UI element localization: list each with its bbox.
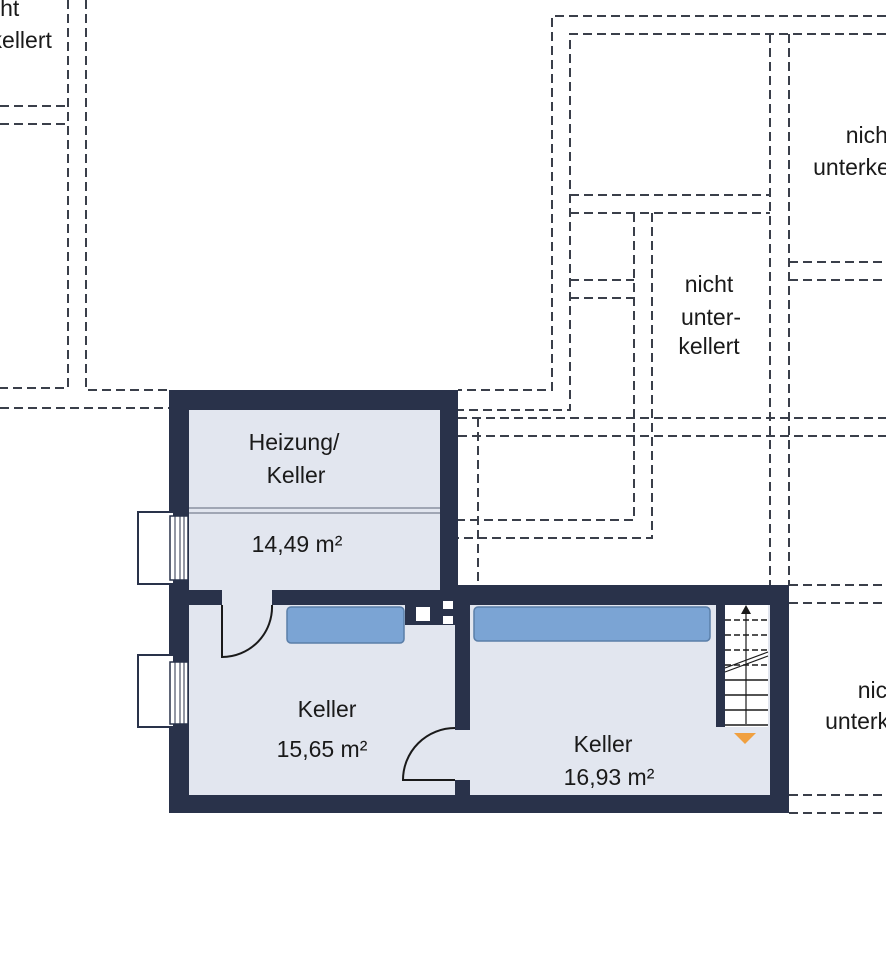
label-middle-1: nicht xyxy=(685,271,734,297)
room-heizung-area: 14,49 m² xyxy=(252,531,343,557)
non-basement-outlines xyxy=(0,0,886,814)
label-bottom-right-1: nicht xyxy=(858,677,886,703)
staircase[interactable] xyxy=(716,605,769,744)
stair-arrow-up-icon xyxy=(741,605,751,614)
door-heizung[interactable] xyxy=(221,604,274,659)
shaft-square xyxy=(416,607,430,621)
stair-direction-icon xyxy=(734,733,756,744)
room-heizung-name-2: Keller xyxy=(267,462,326,488)
room-keller-right-name: Keller xyxy=(574,731,633,757)
label-top-left-2: unterkellert xyxy=(0,27,52,53)
room-divider xyxy=(189,507,440,514)
room-heizung-name-1: Heizung/ xyxy=(249,429,340,455)
door-keller[interactable] xyxy=(401,727,456,781)
counter-right xyxy=(473,606,711,642)
label-middle-2: unter- xyxy=(681,304,741,330)
room-heizung-floor xyxy=(189,410,440,590)
label-middle-3: kellert xyxy=(678,333,740,359)
window-upper xyxy=(137,511,189,585)
label-top-right-1: nicht xyxy=(846,122,886,148)
label-bottom-right-2: unterkellert xyxy=(825,708,886,734)
window-lower xyxy=(137,654,189,728)
label-top-left-1: nicht xyxy=(0,0,20,21)
room-keller-left-name: Keller xyxy=(298,696,357,722)
room-keller-left-area: 15,65 m² xyxy=(277,736,368,762)
label-top-right-2: unterkellert xyxy=(813,154,886,180)
room-keller-right-area: 16,93 m² xyxy=(564,764,655,790)
counter-left xyxy=(286,606,405,644)
